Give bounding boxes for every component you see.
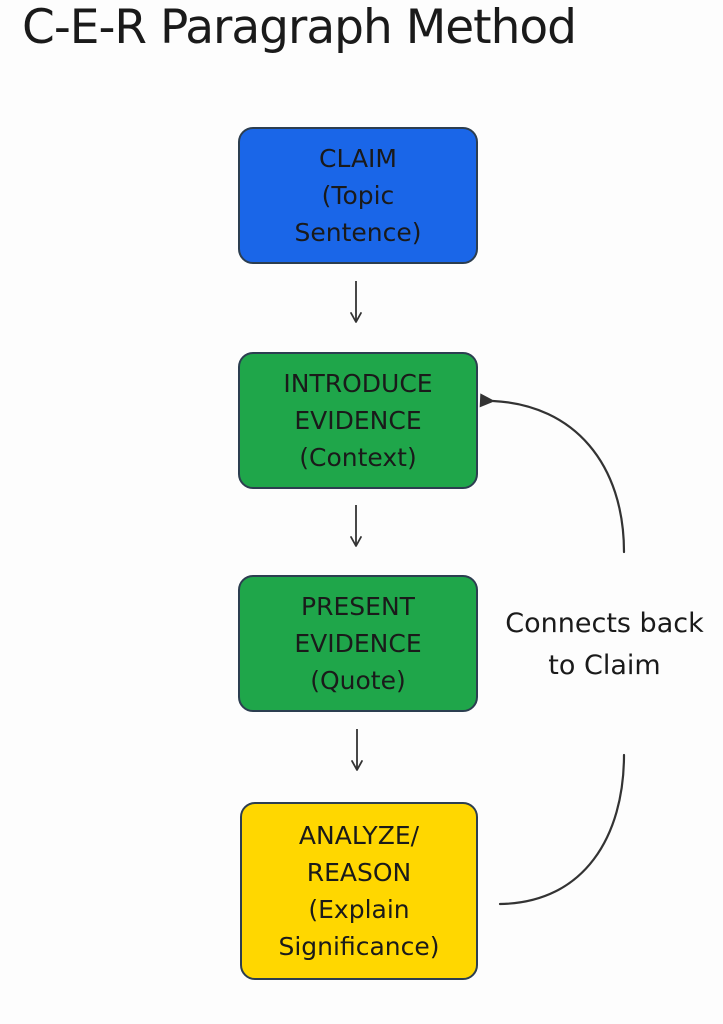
claim-line-2: (Topic [321, 181, 395, 210]
loop-arrow-lower [498, 753, 626, 906]
analyze-reason-line-4: Significance) [278, 932, 440, 961]
loop-arrow-upper [479, 393, 626, 554]
analyze-reason-box: ANALYZE/ REASON (Explain Significance) [240, 802, 478, 980]
claim-line-3: Sentence) [294, 218, 422, 247]
analyze-reason-line-1: ANALYZE/ [298, 821, 420, 850]
connects-back-line-1: Connects back [505, 608, 704, 639]
introduce-evidence-box: INTRODUCE EVIDENCE (Context) [238, 352, 478, 489]
connects-back-label: Connects back to Claim [486, 603, 723, 687]
introduce-evidence-line-3: (Context) [299, 443, 417, 472]
page-title: C-E-R Paragraph Method [22, 0, 577, 55]
claim-box: CLAIM (Topic Sentence) [238, 127, 478, 264]
present-evidence-line-3: (Quote) [310, 666, 406, 695]
connects-back-line-2: to Claim [548, 650, 661, 681]
present-evidence-line-2: EVIDENCE [294, 629, 422, 658]
introduce-evidence-line-2: EVIDENCE [294, 406, 422, 435]
claim-line-1: CLAIM [318, 144, 397, 173]
analyze-reason-line-3: (Explain [308, 895, 410, 924]
present-evidence-line-1: PRESENT [301, 592, 415, 621]
present-evidence-box: PRESENT EVIDENCE (Quote) [238, 575, 478, 712]
introduce-evidence-line-1: INTRODUCE [283, 369, 433, 398]
analyze-reason-line-2: REASON [306, 858, 412, 887]
